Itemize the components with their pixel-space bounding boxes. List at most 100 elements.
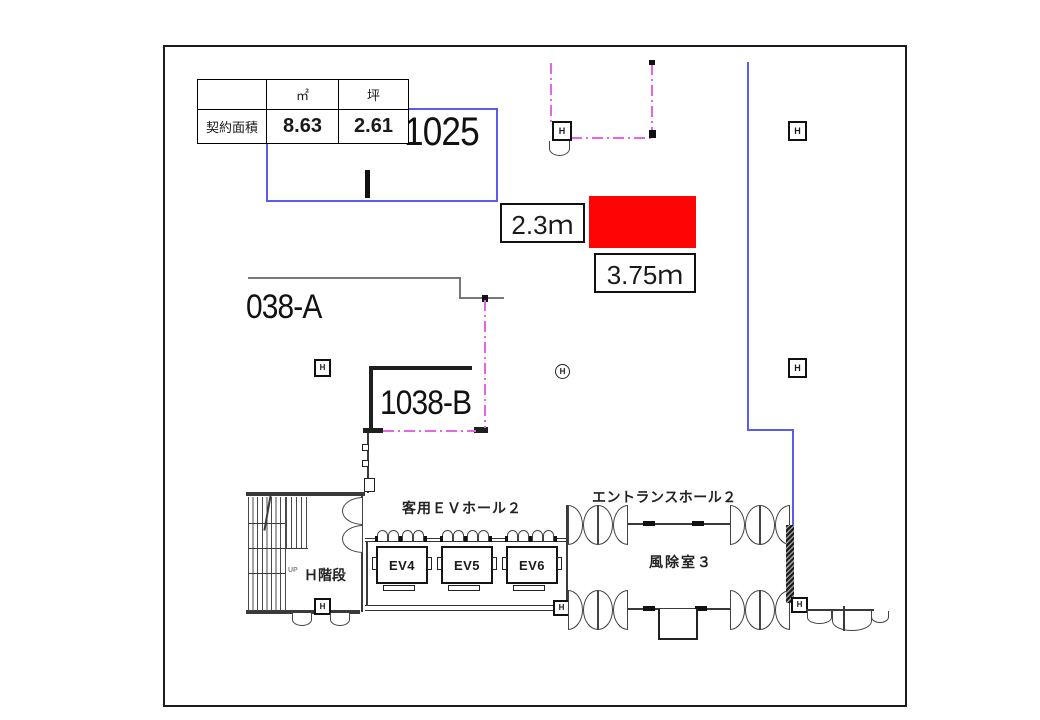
stair-room-right-wall <box>361 496 363 612</box>
ev-door-arc <box>543 530 554 541</box>
hydrant-symbol-stairs: H <box>314 598 331 615</box>
entrance-mat-recess <box>658 609 698 640</box>
threshold-mark <box>692 521 704 526</box>
h-symbol-letter: H <box>559 367 566 376</box>
stair-treads-right-flight <box>286 497 308 548</box>
lease-boundary-line-top-left-vertical <box>550 63 552 122</box>
h-symbol-letter: H <box>558 125 566 136</box>
lease-boundary-line-top-horizontal <box>571 137 652 139</box>
bottom-right-wall <box>806 609 874 611</box>
hydrant-symbol-top-right: H <box>788 121 807 141</box>
lease-boundary-blue-vertical-lower <box>792 429 794 527</box>
wall-pilaster <box>364 478 375 492</box>
h-symbol-letter: H <box>794 125 801 136</box>
door-hinge-post <box>843 606 845 631</box>
ev-door-arc <box>413 530 424 541</box>
ev-door-arc <box>507 530 518 541</box>
ev-door-arc <box>377 530 388 541</box>
lease-boundary-blue-horizontal <box>747 429 794 431</box>
ev-door-arc <box>402 530 413 541</box>
boundary-corner-tick <box>482 295 488 302</box>
area-table-data-row: 契約面積 8.63 2.61 <box>197 109 409 144</box>
stair-landing-line <box>248 523 285 524</box>
stair-room-top-wall <box>246 492 365 496</box>
room-1038b-corner-bracket-left <box>363 428 383 433</box>
ev-door-arc <box>478 530 489 541</box>
stair-room-bottom-wall <box>246 610 360 614</box>
elevator-ev4: EV4 <box>376 546 428 584</box>
threshold-mark <box>695 606 707 611</box>
area-table-header-row: ㎡ 坪 <box>197 79 409 110</box>
ev-door-post <box>424 536 427 542</box>
door-swing-arc <box>871 611 889 623</box>
stair-up-label: UP <box>288 567 298 574</box>
contract-area-m2-value: 8.63 <box>266 109 339 144</box>
room-038a-label: 038-A <box>246 288 322 326</box>
ev-door-post <box>399 536 402 542</box>
entrance-hall-label: エントランスホール２ <box>592 489 737 505</box>
lease-boundary-line-top-right-vertical <box>651 64 653 136</box>
stair-exit-door-swing-right <box>330 613 350 626</box>
h-symbol-letter: H <box>794 362 801 373</box>
elevator-ev5: EV5 <box>441 546 493 584</box>
ev-door-arc <box>532 530 543 541</box>
hydrant-symbol-ev-hall: H <box>553 600 570 616</box>
elevator-ev6-label: EV6 <box>518 557 546 573</box>
ev-door-post <box>464 536 467 542</box>
ev-side-tab <box>427 557 432 570</box>
h-symbol-letter: H <box>319 601 326 611</box>
boundary-end-tick <box>649 130 656 138</box>
area-table-m2-header: ㎡ <box>266 79 339 110</box>
ev-side-tab <box>557 557 562 570</box>
h-symbol-letter: H <box>319 363 326 372</box>
stair-room-label: Ｈ階段 <box>304 567 346 583</box>
area-table-corner-cell <box>197 79 267 110</box>
width-dimension-box: 2.3ｍ <box>500 203 585 243</box>
ev-door-arc <box>442 530 453 541</box>
threshold-mark <box>643 521 655 526</box>
wall-joint-mark <box>362 444 369 451</box>
depth-dimension-label: 3.75ｍ <box>606 259 684 290</box>
ev-door-post <box>440 536 443 542</box>
area-table-tsubo-header: 坪 <box>338 79 409 110</box>
stair-landing-line <box>248 548 308 549</box>
hydrant-symbol-mid-left: H <box>314 359 331 377</box>
boundary-end-tick <box>649 60 655 65</box>
ev-door-arc <box>388 530 399 541</box>
hydrant-symbol-top-middle: H <box>552 121 572 141</box>
ev-door-arc <box>453 530 464 541</box>
door-swing-arc <box>807 611 832 624</box>
ev-hall-label: 客用ＥＶホール２ <box>402 500 522 516</box>
ev-door-post <box>529 536 532 542</box>
hydrant-symbol-entrance-right: H <box>791 597 808 613</box>
h-symbol-letter: H <box>796 600 803 609</box>
entrance-bottom-threshold <box>628 608 730 610</box>
ev-side-tab <box>372 557 377 570</box>
hydrant-symbol-circled: H <box>555 364 570 379</box>
entrance-top-threshold <box>628 523 730 525</box>
hydrant-symbol-mid-right: H <box>788 358 807 378</box>
room-038a-step-top-wall <box>459 297 504 299</box>
wall-joint-mark <box>362 460 369 467</box>
ev-door-post <box>505 536 508 542</box>
ev-door-arc <box>467 530 478 541</box>
ev-side-tab <box>437 557 442 570</box>
ev-side-tab <box>492 557 497 570</box>
elevator-ev4-label: EV4 <box>388 557 416 573</box>
area-table: ㎡ 坪 契約面積 8.63 2.61 <box>197 79 409 144</box>
room-1025-door-tick <box>365 170 370 198</box>
room-038a-top-wall <box>248 277 460 279</box>
threshold-mark <box>643 606 655 611</box>
stair-exit-door-swing-left <box>292 613 312 626</box>
lease-boundary-blue-vertical-upper <box>747 62 749 430</box>
elevator-ev5-label: EV5 <box>453 557 481 573</box>
room-038a-step-wall <box>459 277 461 298</box>
depth-dimension-box: 3.75ｍ <box>594 253 696 293</box>
room-1038b-corner-bracket-right <box>474 427 488 433</box>
room-1025-label: 1025 <box>404 110 480 154</box>
room-1038b-label: 1038-B <box>380 384 472 422</box>
ev-hall-right-wall <box>566 505 568 611</box>
subject-area-red-rect <box>589 196 696 248</box>
ev-door-post <box>554 536 557 542</box>
